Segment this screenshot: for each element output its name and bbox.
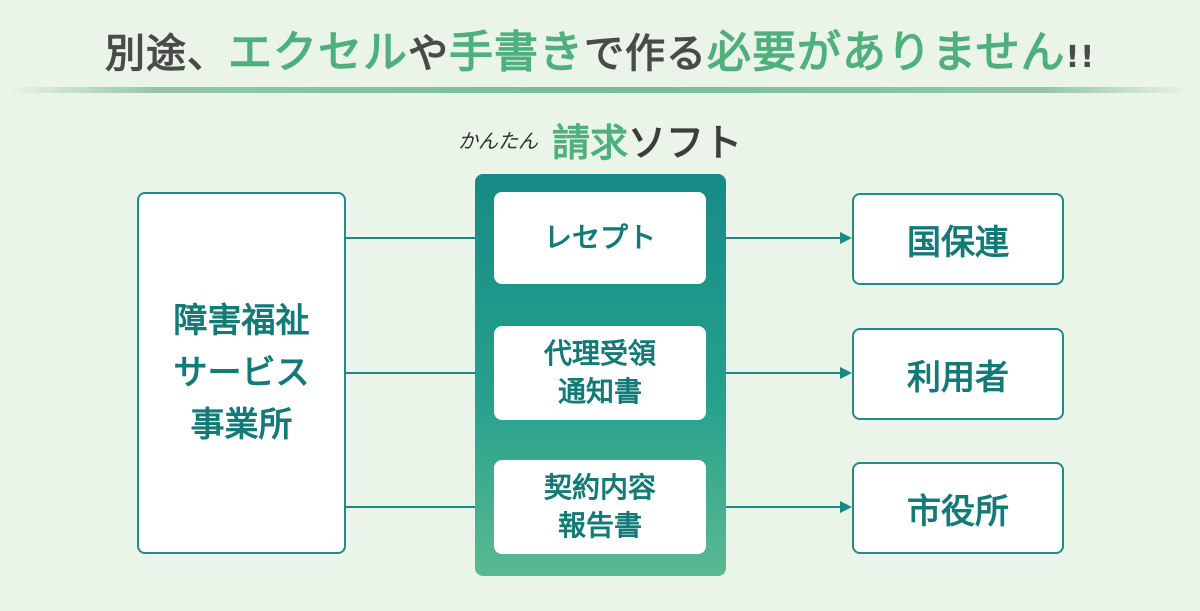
service-provider-box: 障害福祉 サービス 事業所: [137, 192, 346, 554]
document-contract-report-line2: 報告書: [557, 509, 642, 542]
logo-kanji: 請求: [551, 121, 628, 165]
headline-part3: や: [407, 31, 449, 77]
provider-line1: 障害福祉: [173, 301, 310, 341]
headline-part1: 別途、: [104, 31, 228, 77]
provider-line2: サービス: [173, 353, 310, 393]
product-logo: かんたん請求ソフト: [0, 112, 1200, 165]
provider-line3: 事業所: [190, 405, 293, 445]
document-receipt-label: レセプト: [543, 221, 656, 254]
logo-prefix: かんたん: [457, 129, 538, 153]
document-contract-report-line1: 契約内容: [543, 471, 656, 504]
destination-city-office-label: 市役所: [907, 491, 1009, 532]
headline-excel: エクセル: [227, 27, 408, 78]
document-agency-notice-line2: 通知書: [557, 375, 642, 408]
headline-no-need: 必要がありません: [706, 27, 1066, 78]
logo-kana: ソフト: [628, 121, 743, 165]
document-agency-notice: 代理受領 通知書: [494, 326, 706, 420]
headline-part5: で作る: [583, 31, 707, 77]
headline: 別途、エクセルや手書きで作る必要がありません!!: [0, 28, 1200, 83]
document-receipt: レセプト: [494, 192, 706, 284]
destination-user-label: 利用者: [907, 357, 1009, 398]
headline-exclamation: !!: [1065, 40, 1096, 75]
headline-divider: [10, 87, 1190, 93]
document-agency-notice-line1: 代理受領: [543, 337, 656, 370]
destination-kokuhoren: 国保連: [852, 193, 1064, 285]
destination-kokuhoren-label: 国保連: [907, 222, 1009, 263]
document-contract-report: 契約内容 報告書: [494, 460, 706, 554]
destination-user: 利用者: [852, 328, 1064, 420]
headline-handwriting: 手書き: [448, 27, 584, 78]
destination-city-office: 市役所: [852, 462, 1064, 554]
